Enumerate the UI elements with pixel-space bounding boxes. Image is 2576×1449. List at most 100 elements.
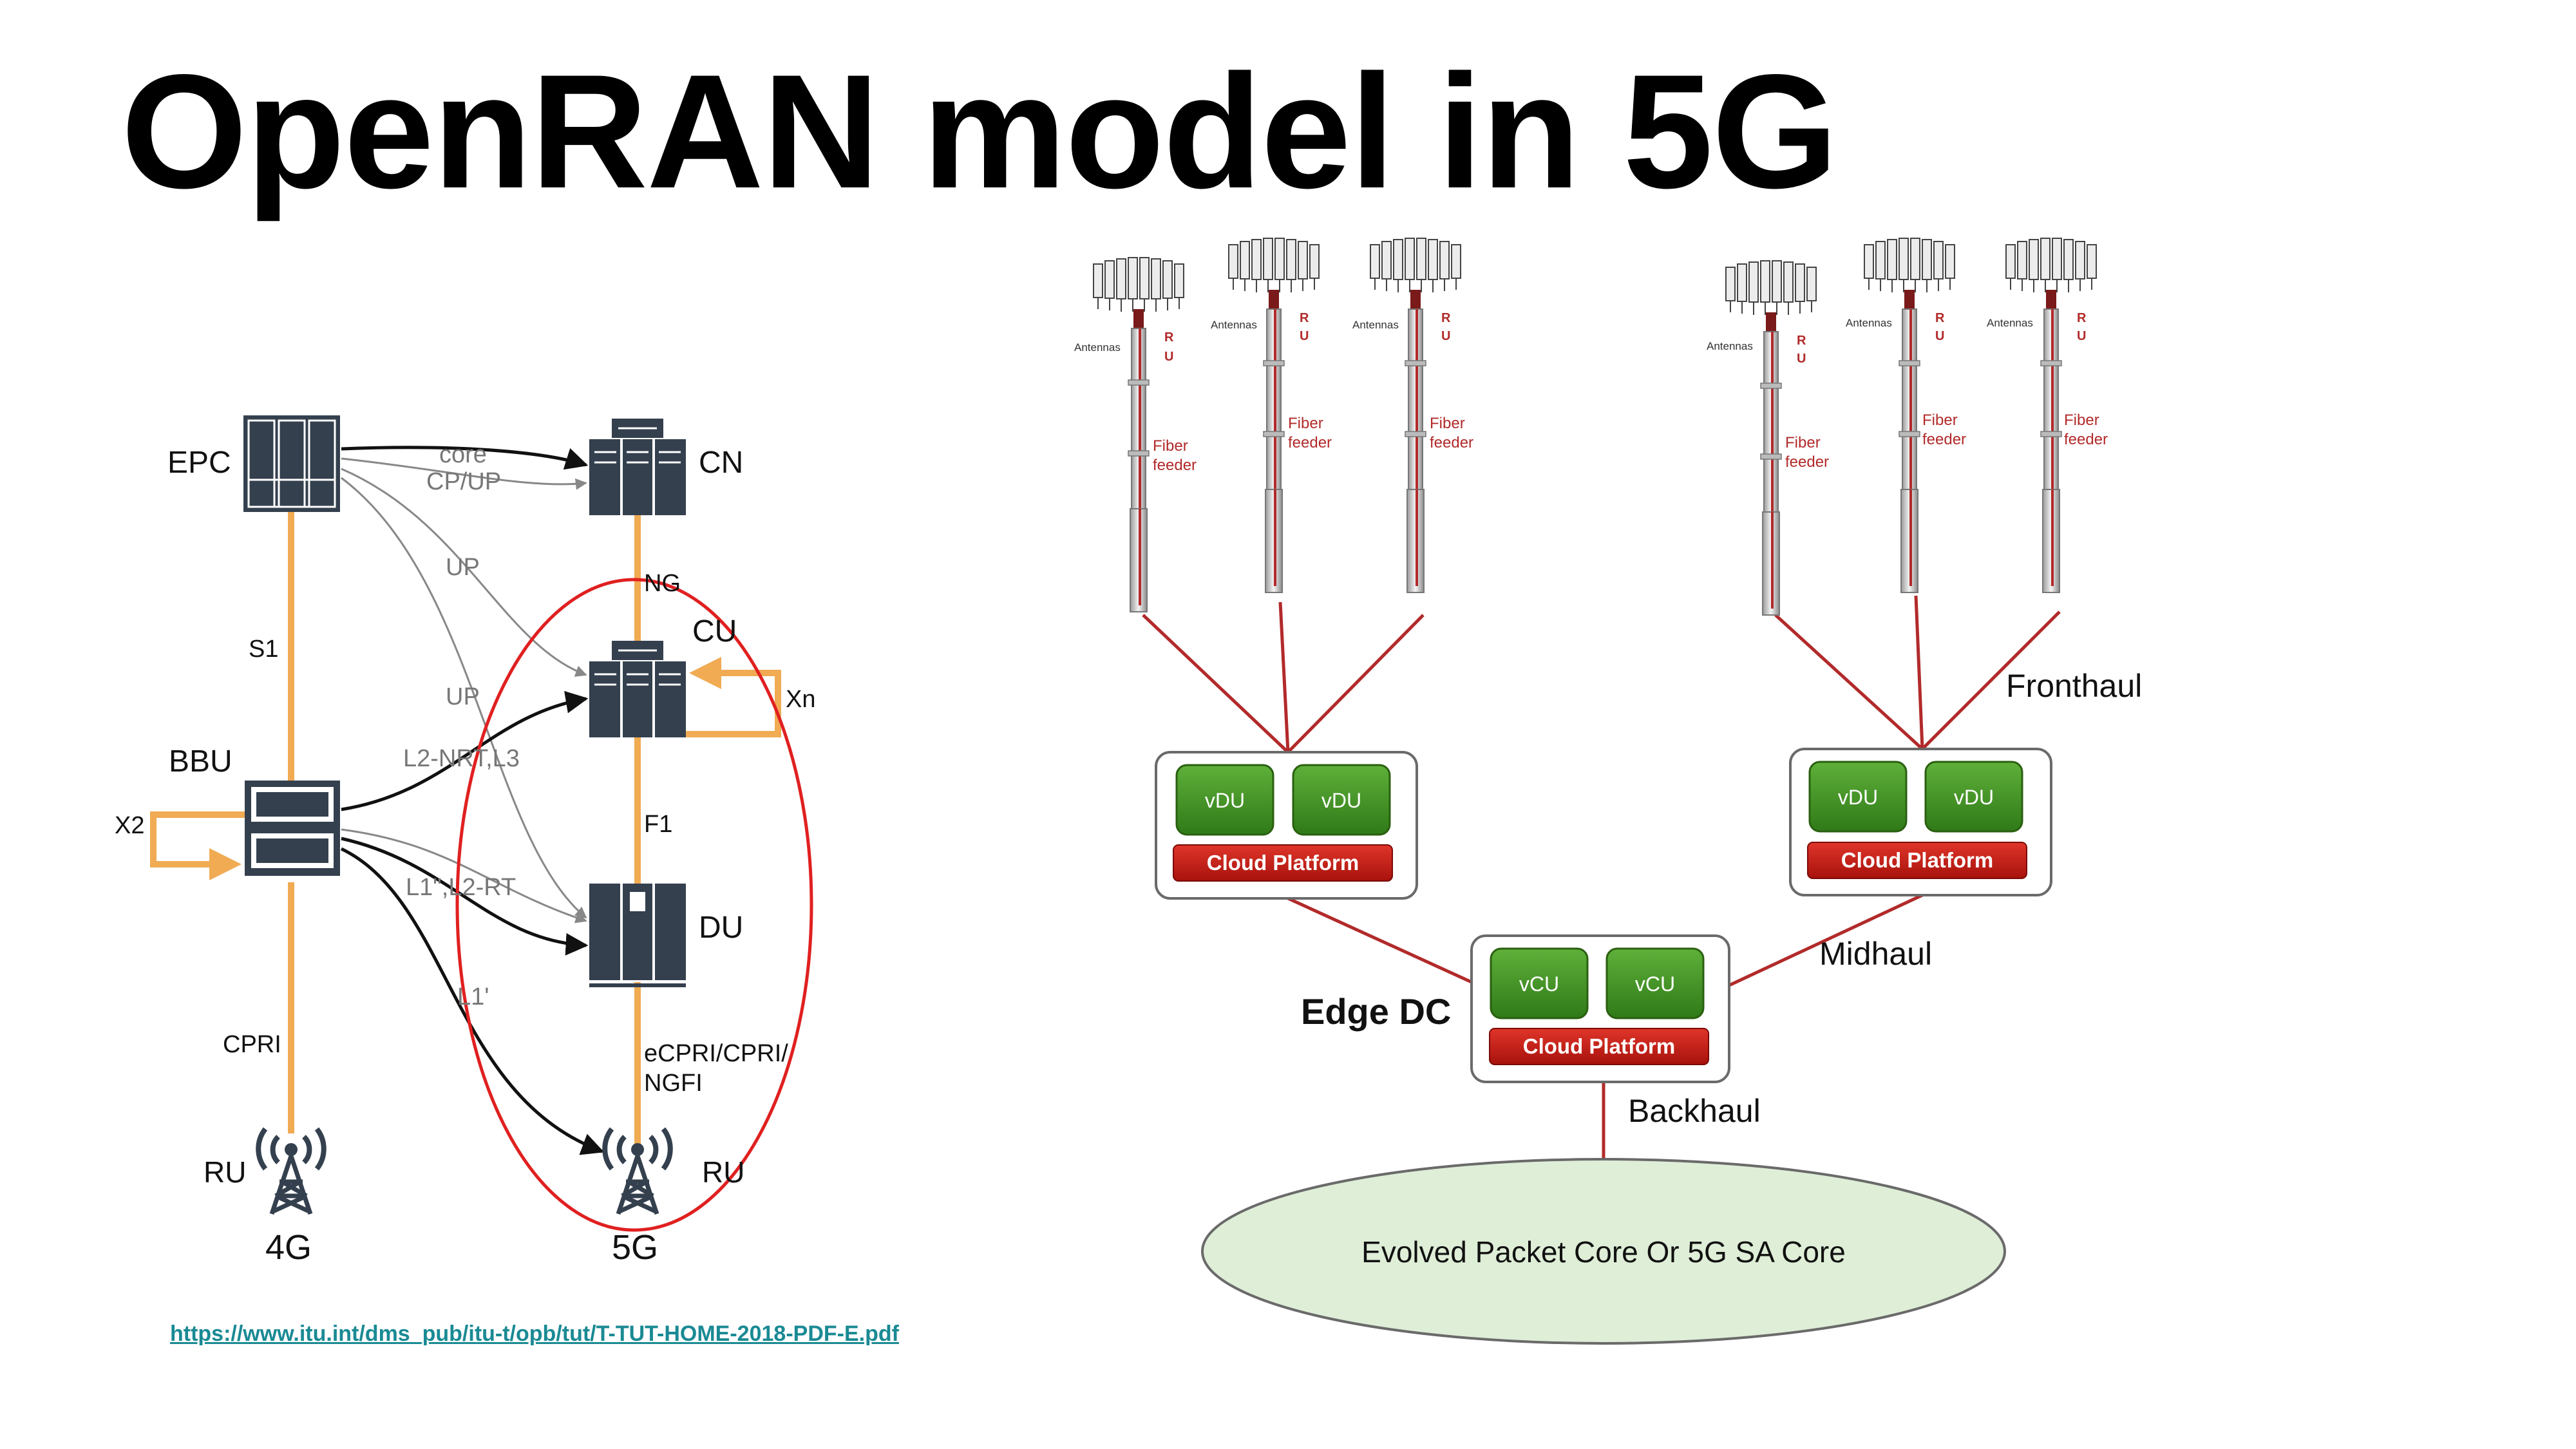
x2-loop [150,811,245,880]
core-network-label: Evolved Packet Core Or 5G SA Core [1361,1235,1846,1269]
antenna-tower-group-2 [1725,237,2098,616]
ru-5g-node: RU [605,1129,744,1214]
cloud-platform-label: Cloud Platform [1841,848,1994,872]
core-network: Evolved Packet Core Or 5G SA Core [1201,1158,2006,1345]
antennas-label: Antennas [1707,340,1753,352]
source-link[interactable]: https://www.itu.int/dms_pub/itu-t/opb/tu… [170,1321,899,1346]
5g-label: 5G [612,1228,658,1267]
up-link-epc-cu [341,468,587,677]
l1-l2-rt-label: L1",L2-RT [406,874,516,901]
vcu-vm: vCU [1605,947,1705,1019]
ru-letter-u: U [1441,329,1450,343]
cloud-platform-bar: Cloud Platform [1173,844,1393,882]
vdu-label: vDU [1838,786,1878,809]
ru-letter-u: U [1935,329,1944,343]
cp-up-link [341,457,587,490]
vdu-server-box-left: vDU vDU Cloud Platform [1155,751,1418,900]
fronthaul-label: Fronthaul [2006,668,2142,704]
vcu-label: vCU [1519,972,1559,996]
cloud-platform-bar: Cloud Platform [1489,1028,1709,1065]
ru-4g-node: RU [204,1129,324,1214]
vdu-label: vDU [1954,786,1994,809]
antennas-label: Antennas [1074,341,1121,354]
vdu-vm: vDU [1175,764,1274,836]
midhaul-label: Midhaul [1819,936,1932,972]
antenna-tower [1092,256,1185,613]
fiber-label: Fiber [1288,415,1323,432]
cpri-label: CPRI [223,1031,281,1058]
l2-nrt-l3-label: L2-NRT,L3 [403,745,520,772]
l1-l2-rt-link [341,837,589,956]
ru-letter-r: R [1441,311,1451,325]
fiber-label: Fiber [1153,437,1188,455]
vdu-label: vDU [1321,789,1361,812]
cn-label: CN [699,446,743,480]
ru-letter-u: U [1300,329,1309,343]
cloud-platform-label: Cloud Platform [1523,1034,1676,1058]
cloud-platform-label: Cloud Platform [1207,851,1359,875]
vdu-label: vDU [1205,789,1245,812]
feeder-label: feeder [1785,453,1829,471]
epc-node: EPC [167,414,341,513]
edge-dc-label: Edge DC [1301,991,1451,1032]
up-link-epc-du [341,477,587,919]
cloud-platform-bar: Cloud Platform [1807,842,2027,879]
fronthaul-line [1774,614,1924,750]
fiber-label: Fiber [1430,415,1465,432]
4g-label: 4G [265,1228,312,1267]
fronthaul-line [1278,601,1290,753]
ru-letter-r: R [1164,330,1174,345]
ru-letter-r: R [1935,311,1945,325]
left-architecture-diagram: EPC CN CU BBU DU [115,414,815,1267]
s1-label: S1 [249,636,278,663]
antenna-tower-group-1 [1092,237,1462,613]
du-node: DU [589,884,743,987]
feeder-label: feeder [1922,431,1966,448]
l1-label: L1' [457,983,489,1010]
antennas-label: Antennas [1352,319,1399,331]
cu-node: CU [588,614,737,739]
xn-label: Xn [786,686,815,713]
backhaul-label: Backhaul [1628,1093,1761,1129]
fronthaul-line [1287,614,1425,753]
up-label-1: UP [446,554,480,581]
ru-4g-label: RU [204,1155,246,1189]
ru-letter-r: R [1797,334,1806,348]
vcu-vm: vCU [1490,947,1589,1019]
l1-link [340,847,605,1155]
cn-node: CN [588,417,743,516]
vcu-label: vCU [1635,972,1675,996]
antennas-label: Antennas [1846,317,1892,329]
midhaul-line [1728,893,1924,987]
antennas-label: Antennas [1987,317,2033,329]
epc-label: EPC [167,446,231,480]
core-link [341,446,589,470]
up-label-2: UP [446,683,480,710]
fiber-label: Fiber [1785,434,1821,451]
ru-letter-u: U [1797,352,1806,366]
fronthaul-line [1914,595,1924,750]
5g-openran-ellipse [455,578,813,1232]
core-label: core [439,441,487,468]
fiber-label: Fiber [1922,412,1958,429]
bbu-du-gray-link [341,828,587,923]
edge-dc-vcu-box: vCU vCU Cloud Platform [1470,934,1730,1083]
feeder-label: feeder [1153,457,1197,474]
cu-label: CU [692,614,737,649]
slide-title: OpenRAN model in 5G [121,41,1838,222]
ng-label: NG [644,570,681,597]
x2-label: X2 [115,812,144,839]
l2-nrt-l3-link [341,690,589,811]
cp-up-label: CP/UP [426,468,501,495]
vdu-server-box-right: vDU vDU Cloud Platform [1789,748,2052,896]
feeder-label: feeder [1288,434,1332,451]
ru-letter-r: R [1300,311,1309,325]
bbu-label: BBU [169,744,232,779]
vdu-vm: vDU [1808,761,1908,833]
fronthaul-line [1921,611,2061,750]
ru-letter-u: U [1164,350,1173,364]
fronthaul-line [1142,614,1289,753]
midhaul-line [1287,896,1473,984]
vdu-vm: vDU [1924,761,2023,833]
